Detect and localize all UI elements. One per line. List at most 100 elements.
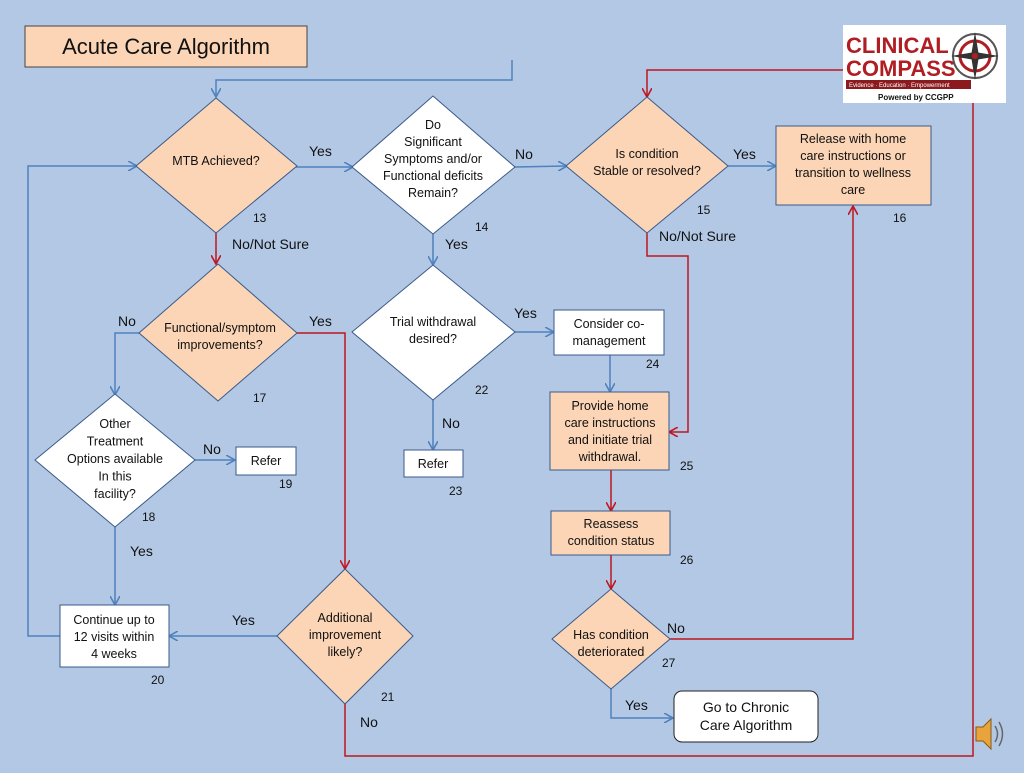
node-13-text-line: MTB Achieved? bbox=[172, 154, 260, 168]
edge-label-15-yes: Yes bbox=[733, 146, 756, 162]
node-27-text-line: Has condition bbox=[573, 628, 649, 642]
logo-line2: COMPASS bbox=[846, 56, 956, 81]
node-17-text: Functional/symptom improvements? bbox=[164, 321, 276, 352]
node-16-text-line: care instructions or bbox=[800, 149, 906, 163]
node-27-number: 27 bbox=[662, 656, 676, 670]
node-16-text-line: Release with home bbox=[800, 132, 906, 146]
edge-label-15-no: No/Not Sure bbox=[659, 228, 736, 244]
node-21-number: 21 bbox=[381, 690, 395, 704]
node-15-text-line: Stable or resolved? bbox=[593, 164, 701, 178]
node-14-text-line: Symptoms and/or bbox=[384, 152, 482, 166]
node-20-text-line: 12 visits within bbox=[74, 630, 155, 644]
node-18-text-line: Options available bbox=[67, 452, 163, 466]
node-20-text: Continue up to 12 visits within 4 weeks bbox=[73, 613, 154, 661]
compass-icon bbox=[951, 32, 999, 80]
edge-label-27-no: No bbox=[667, 620, 685, 636]
node-18-text-line: Treatment bbox=[87, 435, 144, 449]
node-25-text-line: Provide home bbox=[571, 399, 648, 413]
edge-label-22-yes: Yes bbox=[514, 305, 537, 321]
node-20-text-line: Continue up to bbox=[73, 613, 154, 627]
chronic-care-text-line: Care Algorithm bbox=[700, 717, 793, 733]
node-26-box: Reassess condition status 26 bbox=[550, 510, 694, 567]
node-19-text-line: Refer bbox=[251, 454, 282, 468]
node-23-box: Refer 23 bbox=[403, 449, 464, 498]
node-14-text-line: Remain? bbox=[408, 186, 458, 200]
node-21-text-line: likely? bbox=[328, 645, 363, 659]
node-20-text-line: 4 weeks bbox=[91, 647, 137, 661]
chronic-care-text-line: Go to Chronic bbox=[703, 699, 789, 715]
node-18-text-line: Other bbox=[99, 417, 130, 431]
node-23-number: 23 bbox=[449, 484, 463, 498]
edge-label-17-yes: Yes bbox=[309, 313, 332, 329]
edge-label-21-yes: Yes bbox=[232, 612, 255, 628]
node-22-text-line: Trial withdrawal bbox=[390, 315, 476, 329]
node-19-text: Refer bbox=[251, 454, 282, 468]
node-26-number: 26 bbox=[680, 553, 694, 567]
node-21-text-line: improvement bbox=[309, 628, 382, 642]
node-21-text: Additional improvement likely? bbox=[309, 611, 382, 659]
node-15-number: 15 bbox=[697, 203, 711, 217]
node-18-number: 18 bbox=[142, 510, 156, 524]
logo-powered-by: Powered by CCGPP bbox=[878, 93, 954, 102]
node-21-text-line: Additional bbox=[318, 611, 373, 625]
edge-label-18-no: No bbox=[203, 441, 221, 457]
logo-tagline: Evidence · Education · Empowerment bbox=[849, 83, 950, 89]
node-16-number: 16 bbox=[893, 211, 907, 225]
title-box: Acute Care Algorithm bbox=[24, 25, 308, 68]
node-27-decision: Has condition deteriorated 27 bbox=[551, 588, 676, 690]
node-24-text-line: management bbox=[573, 334, 646, 348]
node-18-text-line: facility? bbox=[94, 487, 136, 501]
node-13-number: 13 bbox=[253, 211, 267, 225]
edge-label-14-yes: Yes bbox=[445, 236, 468, 252]
clinical-compass-logo: CLINICAL COMPASS Evidence · Education · … bbox=[843, 25, 1006, 103]
node-27-text-line: deteriorated bbox=[578, 645, 645, 659]
node-20-box: Continue up to 12 visits within 4 weeks 20 bbox=[59, 604, 170, 687]
node-13-decision: MTB Achieved? 13 bbox=[135, 97, 298, 234]
node-14-text-line: Functional deficits bbox=[383, 169, 483, 183]
node-25-text-line: withdrawal. bbox=[578, 450, 642, 464]
node-23-text-line: Refer bbox=[418, 457, 449, 471]
node-17-text-line: improvements? bbox=[177, 338, 262, 352]
page-title: Acute Care Algorithm bbox=[62, 34, 270, 59]
node-18-text-line: In this bbox=[98, 470, 131, 484]
node-27-text: Has condition deteriorated bbox=[573, 628, 649, 659]
node-25-number: 25 bbox=[680, 459, 694, 473]
node-14-text-line: Do bbox=[425, 118, 441, 132]
node-14-number: 14 bbox=[475, 220, 489, 234]
edge-label-17-no: No bbox=[118, 313, 136, 329]
edge-label-18-yes: Yes bbox=[130, 543, 153, 559]
node-26-text-line: condition status bbox=[568, 534, 655, 548]
node-16-text-line: care bbox=[841, 183, 865, 197]
node-16-text: Release with home care instructions or tra… bbox=[795, 132, 911, 197]
node-25-text-line: and initiate trial bbox=[568, 433, 652, 447]
node-22-number: 22 bbox=[475, 383, 489, 397]
node-17-text-line: Functional/symptom bbox=[164, 321, 276, 335]
node-26-text-line: Reassess bbox=[584, 517, 639, 531]
node-16-box: Release with home care instructions or tra… bbox=[775, 125, 932, 225]
blue-connectors bbox=[27, 60, 775, 718]
red-connectors bbox=[216, 69, 974, 757]
node-26-text: Reassess condition status bbox=[568, 517, 655, 548]
node-16-text-line: transition to wellness bbox=[795, 166, 911, 180]
node-23-text: Refer bbox=[418, 457, 449, 471]
node-13-text: MTB Achieved? bbox=[172, 154, 260, 168]
edge-label-13-yes: Yes bbox=[309, 143, 332, 159]
node-20-number: 20 bbox=[151, 673, 165, 687]
edge-labels: Yes No/Not Sure No Yes Yes No/Not Sure N… bbox=[118, 143, 756, 730]
node-15-text-line: Is condition bbox=[615, 147, 678, 161]
speaker-icon[interactable] bbox=[975, 717, 1004, 751]
